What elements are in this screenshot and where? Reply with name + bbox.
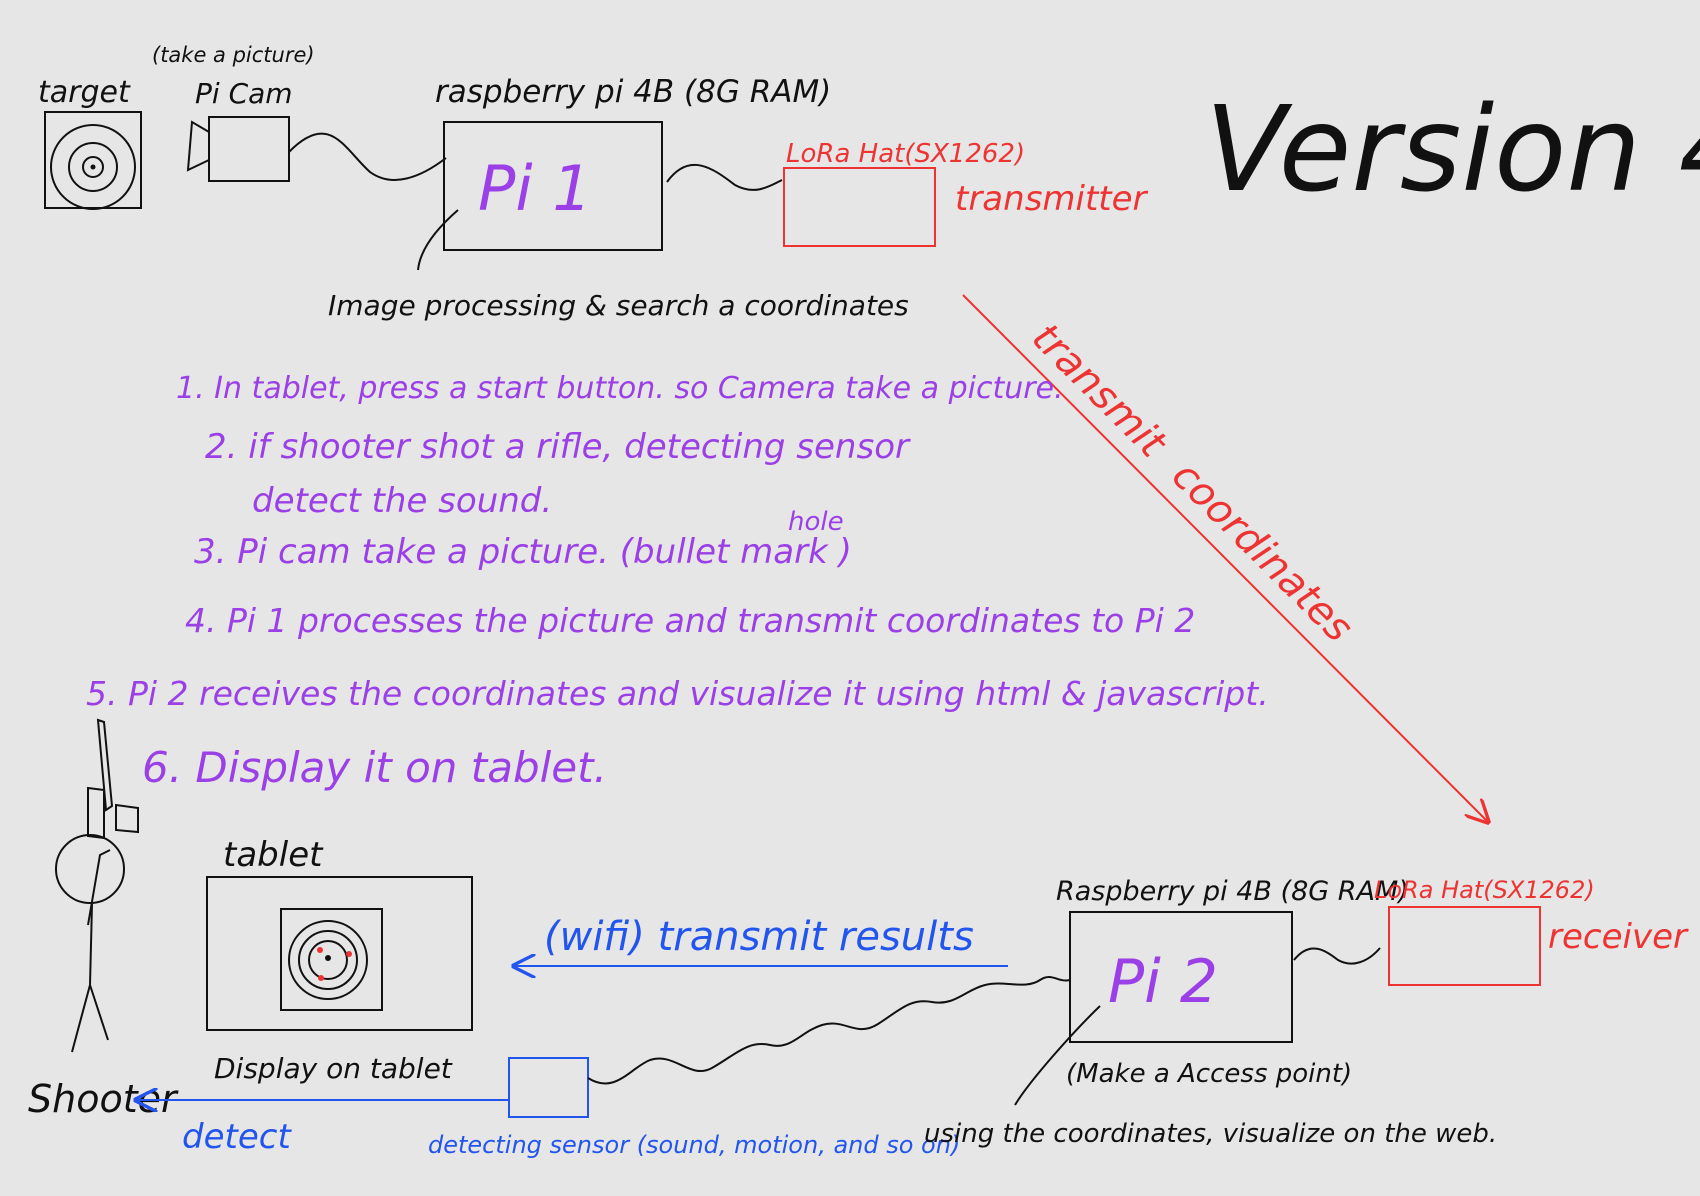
sensor-to-pi2-cable	[587, 976, 1071, 1085]
tablet-target-ring-2	[298, 930, 358, 990]
step-3-hole: hole	[788, 507, 844, 537]
tablet-target-frame	[280, 908, 383, 1011]
pi2-to-lora-cable	[1293, 947, 1381, 965]
visualize-note: using the coordinates, visualize on the …	[924, 1119, 1497, 1149]
lora-transmitter-group: LoRa Hat(SX1262) transmitter	[783, 139, 1149, 247]
step-2a: 2. if shooter shot a rifle, detecting se…	[205, 427, 911, 467]
detecting-sensor-label: detecting sensor (sound, motion, and so …	[428, 1131, 960, 1159]
diagram-title: Version 4	[1205, 80, 1700, 218]
wifi-arrow-group: (wifi) transmit results	[514, 914, 1008, 966]
target-ring-inner	[82, 156, 104, 178]
lora-receiver-group: LoRa Hat(SX1262) receiver	[1374, 876, 1689, 986]
lora1-box	[783, 167, 936, 247]
display-on-tablet-note: Display on tablet	[214, 1052, 453, 1085]
hit-mark-3	[318, 975, 324, 981]
picam-to-pi1-cable	[288, 132, 447, 181]
target-label: target	[38, 75, 131, 110]
pi2-box	[1069, 911, 1293, 1043]
target-ring-middle	[68, 142, 118, 192]
rpi1-label: raspberry pi 4B (8G RAM)	[435, 74, 831, 110]
hit-mark-1	[317, 947, 323, 953]
pi1-note-leader	[417, 209, 459, 271]
tablet-label: tablet	[223, 835, 324, 875]
rpi2-label: Raspberry pi 4B (8G RAM)	[1056, 876, 1409, 907]
pi1-box	[443, 121, 663, 251]
take-picture-note: (take a picture)	[152, 43, 315, 67]
shooter-body	[71, 849, 111, 1053]
rifle-icon	[87, 718, 139, 840]
detect-label: detect	[182, 1117, 292, 1157]
transmitter-label: transmitter	[955, 179, 1149, 219]
pi2-label: Pi 2	[1108, 947, 1218, 1017]
pi2-group: Raspberry pi 4B (8G RAM) Pi 2 (Make a Ac…	[924, 876, 1497, 1149]
step-1: 1. In tablet, press a start button. so C…	[176, 371, 1064, 406]
picam-lens	[186, 120, 210, 172]
lora1-label: LoRa Hat(SX1262)	[786, 139, 1025, 169]
step-3: 3. Pi cam take a picture. (bullet mark )	[194, 532, 852, 572]
step-6: 6. Display it on tablet.	[142, 743, 607, 792]
tablet-frame	[206, 876, 473, 1031]
image-processing-note: Image processing & search a coordinates	[328, 289, 909, 322]
shooter-head	[55, 834, 125, 904]
access-point-note: (Make a Access point)	[1066, 1059, 1352, 1089]
pi2-note-leader	[1014, 1005, 1101, 1106]
tablet-target-center	[325, 955, 331, 961]
wifi-arrow-label: (wifi) transmit results	[544, 914, 974, 960]
lora2-label: LoRa Hat(SX1262)	[1374, 876, 1595, 904]
tablet-group: tablet Display on tablet	[206, 835, 473, 1085]
pi1-label: Pi 1	[478, 152, 592, 225]
picam-body	[208, 116, 290, 182]
step-5: 5. Pi 2 receives the coordinates and vis…	[86, 674, 1269, 713]
target-bullseye	[90, 164, 96, 170]
tablet-target-ring-outer	[288, 920, 368, 1000]
tablet-target-ring-3	[308, 940, 348, 980]
steps-list: 1. In tablet, press a start button. so C…	[86, 371, 1269, 792]
detecting-sensor-box	[508, 1057, 589, 1118]
step-4: 4. Pi 1 processes the picture and transm…	[185, 601, 1195, 640]
shooter-figure	[55, 718, 139, 1053]
picam-label: Pi Cam	[195, 77, 293, 110]
pi1-to-lora-cable	[666, 163, 783, 191]
hit-mark-2	[346, 951, 352, 957]
target-ring-outer	[50, 124, 136, 210]
transmit-arrow-line	[962, 294, 1488, 822]
step-2b: detect the sound.	[252, 481, 552, 521]
sensor-group: detecting sensor (sound, motion, and so …	[136, 976, 1071, 1159]
pi1-group: raspberry pi 4B (8G RAM) Pi 1 Image proc…	[328, 74, 909, 322]
lora2-box	[1388, 906, 1541, 986]
receiver-label: receiver	[1548, 917, 1689, 957]
picam-group: (take a picture) Pi Cam	[152, 43, 447, 182]
target-group: target	[38, 75, 142, 210]
